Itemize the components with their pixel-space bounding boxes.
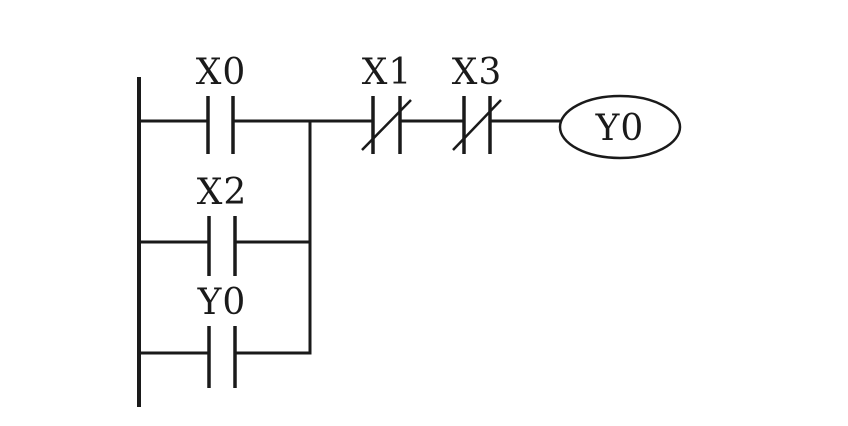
contact-x3-slash [452, 99, 502, 151]
coil-y0-shape [558, 94, 682, 160]
coil-y0: Y0 [558, 94, 682, 160]
contact-x1: X1 [361, 52, 413, 154]
contact-x1-label: X1 [362, 52, 413, 93]
contact-x2-label: X2 [197, 172, 248, 213]
contact-x3: X3 [452, 52, 503, 154]
contact-x1-slash [361, 99, 412, 151]
coil-y0-label: Y0 [595, 108, 645, 149]
contact-x0-label: X0 [196, 52, 247, 93]
contact-y0-seal: Y0 [197, 282, 247, 388]
contact-x0: X0 [196, 52, 247, 154]
contact-x2: X2 [197, 172, 248, 276]
contact-y0-label: Y0 [197, 282, 247, 323]
contact-x3-label: X3 [452, 52, 503, 93]
